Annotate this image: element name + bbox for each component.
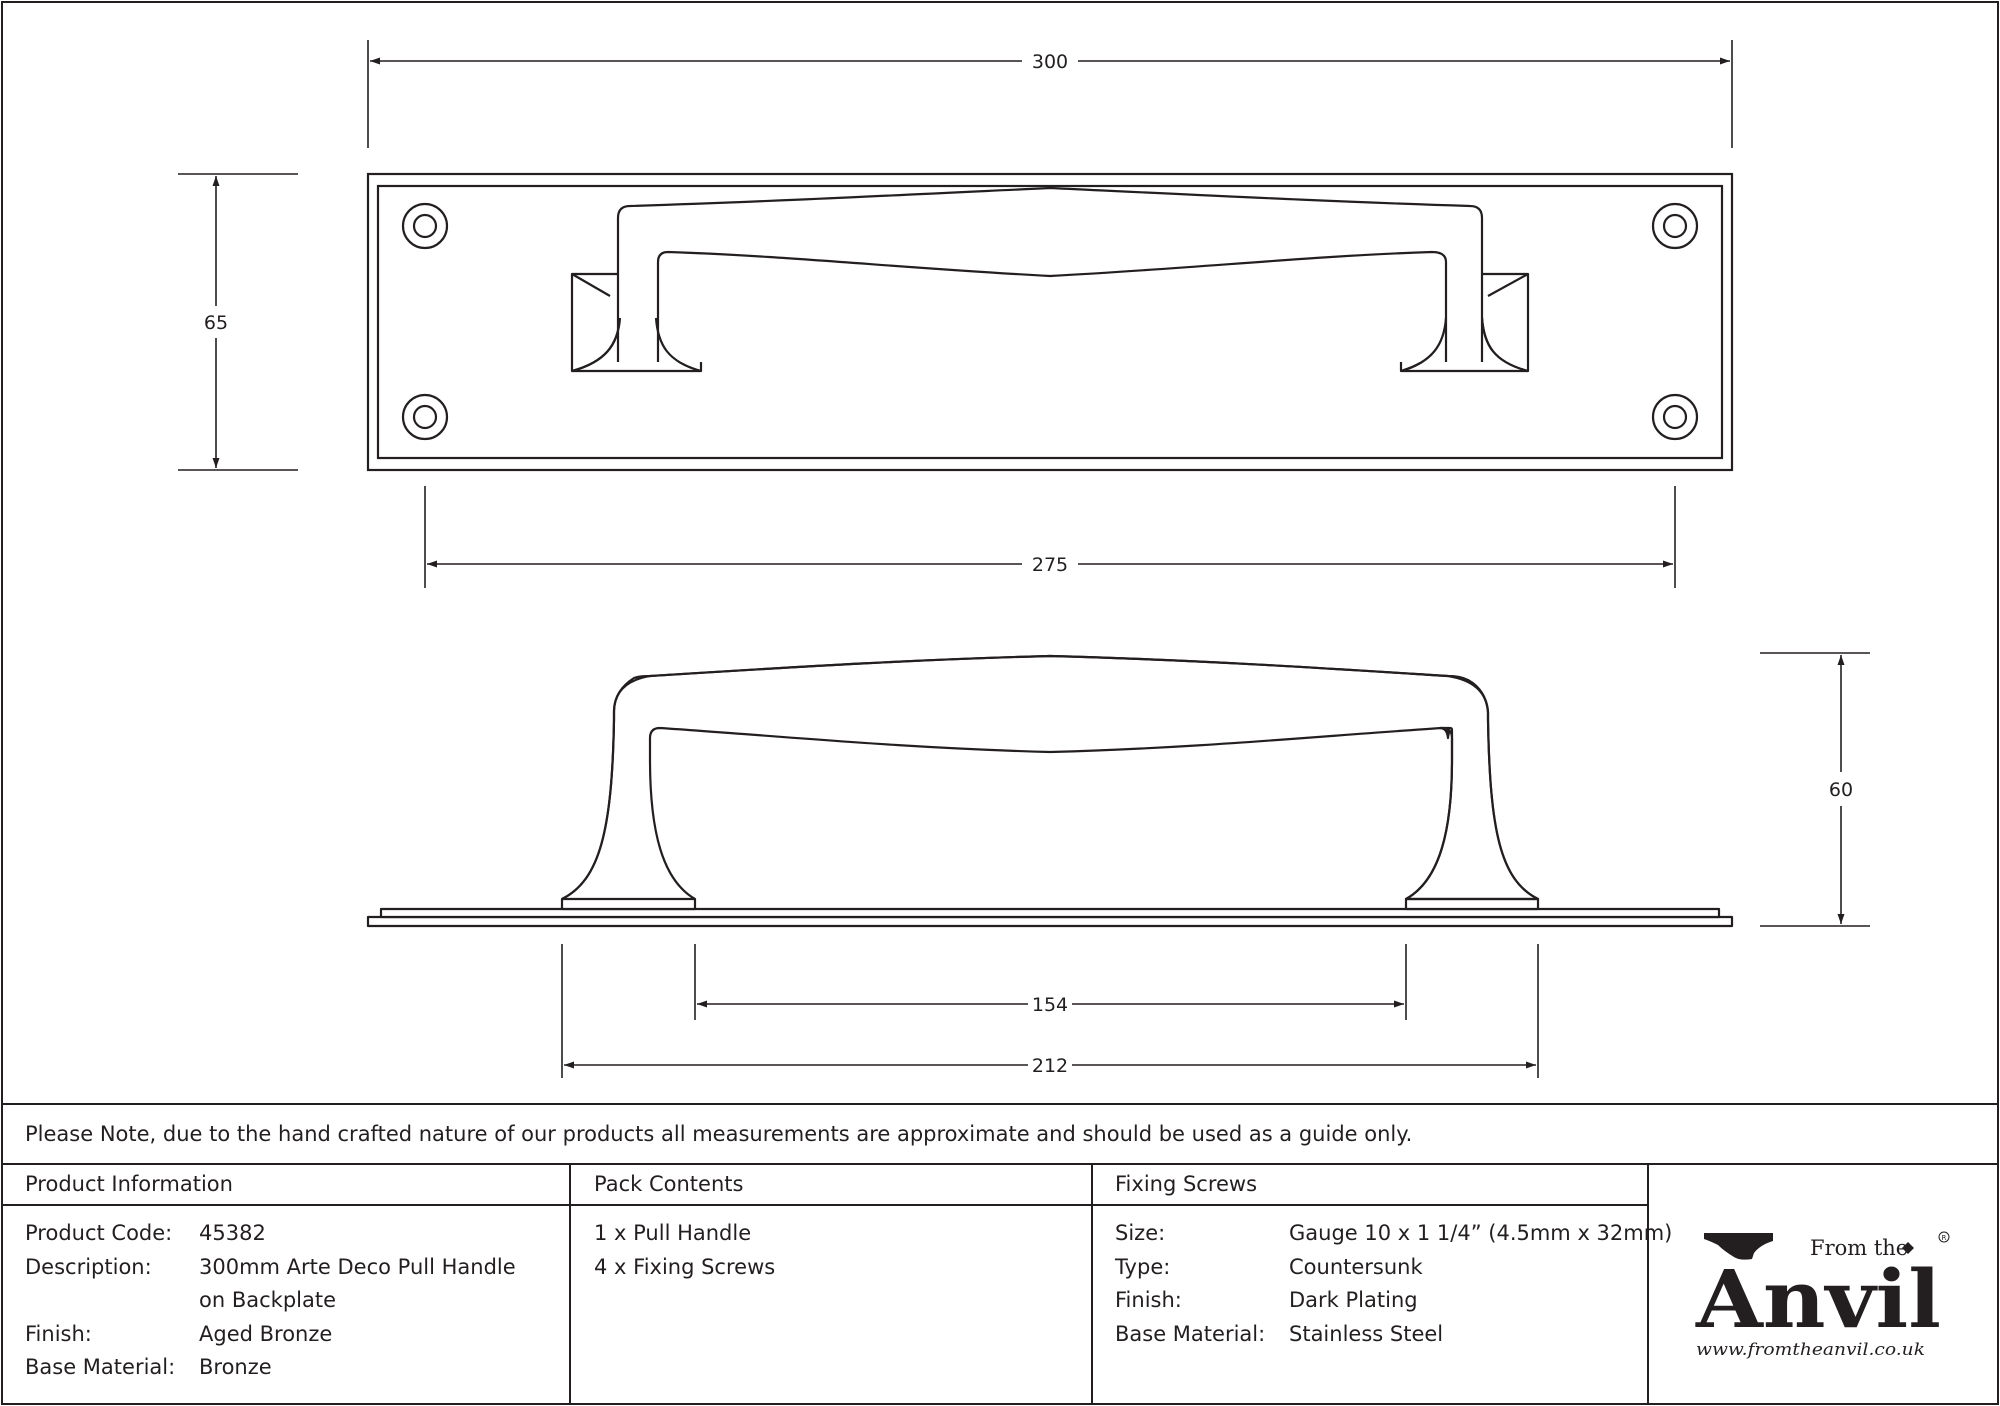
diamond-icon (1902, 1242, 1914, 1254)
pack-item: 4 x Fixing Screws (594, 1254, 776, 1279)
description-row: Description: 300mm Arte Deco Pull Handle (25, 1251, 516, 1285)
description-value: 300mm Arte Deco Pull Handle (199, 1254, 516, 1279)
dimension-lines (178, 40, 1870, 1078)
screw-finish-value: Dark Plating (1289, 1288, 1418, 1312)
finish-value: Aged Bronze (199, 1321, 333, 1346)
product-code-label: Product Code: (25, 1221, 173, 1245)
dim-60: 60 (1829, 779, 1853, 801)
fixing-screws-table: Size: Gauge 10 x 1 1/4” (4.5mm x 32mm) Ty… (1115, 1217, 1672, 1351)
handle-side-view (366, 654, 1734, 928)
dim-212: 212 (1032, 1055, 1068, 1077)
fixing-screws-heading: Fixing Screws (1115, 1172, 1258, 1196)
finish-row: Finish: Aged Bronze (25, 1318, 516, 1352)
product-code-row: Product Code: 45382 (25, 1217, 516, 1251)
description-label-continued (25, 1284, 199, 1318)
base-material-value: Bronze (199, 1355, 272, 1379)
screw-type-label: Type: (1115, 1254, 1171, 1279)
screw-size-value: Gauge 10 x 1 1/4” (4.5mm x 32mm) (1289, 1221, 1673, 1245)
product-code-value: 45382 (199, 1221, 266, 1245)
handle-front-view (570, 186, 1530, 373)
screw-material-row: Base Material: Stainless Steel (1115, 1318, 1672, 1352)
from-the-anvil-logo: From the R Anvil www.fromtheanvil.co.uk (1695, 1231, 1950, 1360)
description-row-continued: on Backplate (25, 1284, 516, 1318)
screw-material-label: Base Material: (1115, 1321, 1266, 1346)
screw-size-row: Size: Gauge 10 x 1 1/4” (4.5mm x 32mm) (1115, 1217, 1672, 1251)
screw-type-value: Countersunk (1289, 1254, 1423, 1279)
measurement-note: Please Note, due to the hand crafted nat… (25, 1122, 1413, 1146)
pack-contents-list: 1 x Pull Handle 4 x Fixing Screws (594, 1217, 775, 1284)
screw-size-label: Size: (1115, 1221, 1166, 1245)
screw-holes (401, 202, 1699, 441)
product-info-heading: Product Information (25, 1172, 233, 1196)
dimension-labels: 300 65 275 60 154 212 (204, 51, 1853, 1077)
base-material-label: Base Material: (25, 1355, 176, 1379)
base-material-row: Base Material: Bronze (25, 1351, 516, 1385)
logo-anvil: Anvil (1695, 1252, 1941, 1346)
logo-url: www.fromtheanvil.co.uk (1696, 1340, 1925, 1360)
screw-type-row: Type: Countersunk (1115, 1251, 1672, 1285)
svg-text:R: R (1942, 1234, 1947, 1242)
pack-item: 1 x Pull Handle (594, 1221, 752, 1245)
dim-300: 300 (1032, 51, 1068, 73)
screw-material-value: Stainless Steel (1289, 1321, 1444, 1346)
finish-label: Finish: (25, 1321, 92, 1346)
screw-finish-row: Finish: Dark Plating (1115, 1284, 1672, 1318)
logo-from-the: From the (1810, 1236, 1908, 1260)
anvil-icon (1704, 1233, 1773, 1260)
dim-154: 154 (1032, 994, 1068, 1016)
dim-275: 275 (1032, 554, 1068, 576)
screw-finish-label: Finish: (1115, 1288, 1182, 1312)
product-info-table: Product Code: 45382 Description: 300mm Art… (25, 1217, 516, 1385)
pack-contents-heading: Pack Contents (594, 1172, 744, 1196)
description-value-continued: on Backplate (199, 1288, 337, 1312)
dim-65: 65 (204, 312, 228, 334)
description-label: Description: (25, 1254, 152, 1279)
backplate-front-view (366, 172, 1734, 472)
